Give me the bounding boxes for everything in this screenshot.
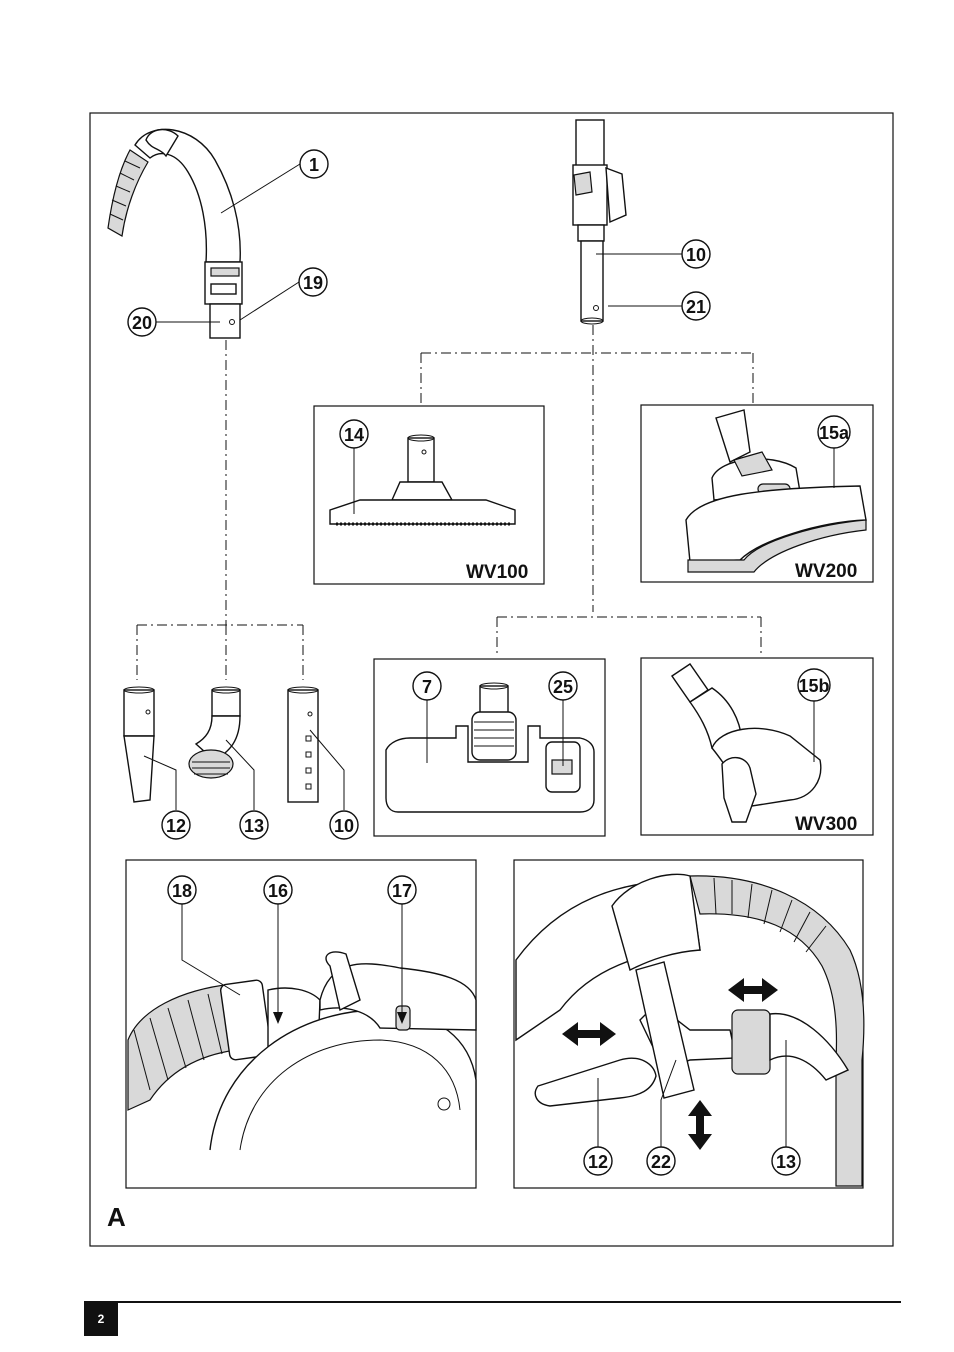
svg-text:10: 10 — [686, 245, 706, 265]
telescopic-tube-illustration — [572, 119, 627, 325]
callout-combi-nozzle: 7 — [412, 671, 442, 701]
svg-text:12: 12 — [166, 816, 186, 836]
callout-hose-end: 20 — [127, 307, 157, 337]
model-label-wv200: WV200 — [795, 561, 857, 582]
svg-text:21: 21 — [686, 297, 706, 317]
callout-dust-brush: 13 — [239, 810, 269, 840]
svg-text:19: 19 — [303, 273, 323, 293]
callout-tool-clip-crevice: 12 — [583, 1146, 613, 1176]
svg-text:17: 17 — [392, 881, 412, 901]
callout-tool-clip: 22 — [646, 1146, 676, 1176]
callout-tube-hole: 21 — [681, 291, 711, 321]
extension-tube-illustration — [287, 686, 319, 803]
hose-storage-illustration — [127, 951, 477, 1151]
callout-tool-holder: 17 — [387, 875, 417, 905]
callout-tube: 10 — [681, 239, 711, 269]
turbo-brush-illustration — [671, 663, 822, 823]
figure-frame — [89, 112, 894, 1247]
svg-text:22: 22 — [651, 1152, 671, 1172]
power-nozzle-illustration — [685, 409, 867, 573]
model-label-wv100: WV100 — [466, 562, 528, 583]
panel-turbo-brush — [640, 657, 874, 836]
svg-text:10: 10 — [334, 816, 354, 836]
crevice-tool-illustration — [123, 686, 155, 803]
svg-text:16: 16 — [268, 881, 288, 901]
callout-floor-brush: 14 — [339, 419, 369, 449]
hose-illustration — [107, 128, 243, 339]
callout-nozzle-switch: 25 — [548, 671, 578, 701]
model-label-wv300: WV300 — [795, 814, 857, 835]
panel-power-nozzle — [640, 404, 874, 583]
svg-text:15a: 15a — [819, 423, 850, 443]
callout-hose-button: 19 — [298, 267, 328, 297]
callout-extension-tube: 10 — [329, 810, 359, 840]
svg-text:13: 13 — [244, 816, 264, 836]
svg-text:13: 13 — [776, 1152, 796, 1172]
svg-text:14: 14 — [344, 425, 364, 445]
callout-crevice-tool: 12 — [161, 810, 191, 840]
combi-nozzle-illustration — [385, 682, 595, 813]
callout-hose-clip: 18 — [167, 875, 197, 905]
svg-text:1: 1 — [309, 155, 319, 175]
svg-text:20: 20 — [132, 313, 152, 333]
floor-brush-illustration — [329, 434, 516, 526]
panel-combi-nozzle — [373, 658, 606, 837]
svg-text:7: 7 — [422, 677, 432, 697]
svg-text:18: 18 — [172, 881, 192, 901]
callout-tool-clip-brush: 13 — [771, 1146, 801, 1176]
svg-text:15b: 15b — [798, 676, 829, 696]
callout-hose: 1 — [299, 149, 329, 179]
figure-letter: A — [107, 1202, 126, 1232]
connection-lines — [136, 325, 762, 680]
page-number-box — [84, 1302, 118, 1336]
svg-text:25: 25 — [553, 677, 573, 697]
callout-power-nozzle: 15a — [817, 415, 851, 449]
svg-text:12: 12 — [588, 1152, 608, 1172]
callout-turbo-brush: 15b — [797, 668, 831, 702]
dust-brush-illustration — [188, 686, 241, 779]
callout-hose-slot: 16 — [263, 875, 293, 905]
page-number: 2 — [98, 1312, 105, 1326]
tool-clip-illustration — [515, 873, 865, 1187]
panel-floor-brush — [313, 405, 545, 585]
